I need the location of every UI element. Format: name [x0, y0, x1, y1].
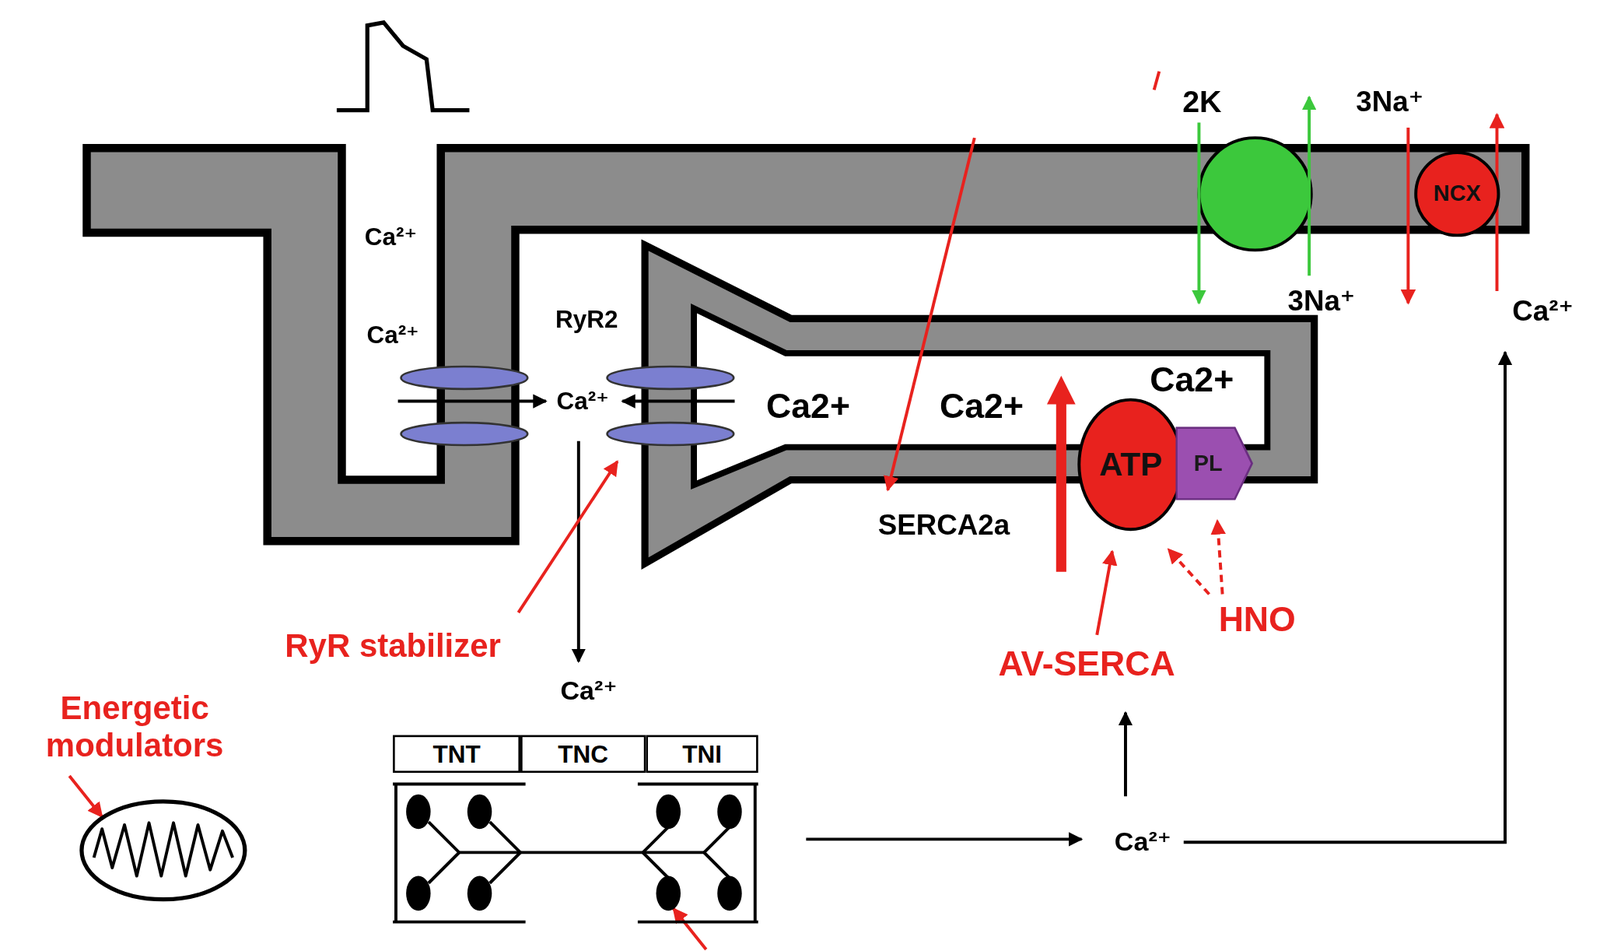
therapy-label: RyR stabilizer [284, 626, 501, 665]
red-mark [1154, 71, 1160, 91]
annotation-label: Ca2+ [939, 385, 1024, 426]
troponin-cell: TNC [520, 735, 646, 774]
annotation-label: Ca²⁺ [1512, 294, 1574, 328]
na-k-pump [1198, 137, 1311, 250]
ion-flux-arrow [1197, 122, 1201, 303]
sarcomere [392, 784, 759, 922]
node-label: TNC [557, 741, 609, 766]
annotation-label: Ca2+ [766, 385, 851, 426]
annotation-label: SERCA2a [878, 508, 1010, 542]
annotation-label: 2K [1182, 84, 1222, 120]
node-label: TNT [432, 741, 480, 766]
calcium-flux-arrow [577, 441, 581, 662]
troponin-cell: TNI [645, 735, 758, 774]
myosin-heads [406, 794, 743, 911]
annotation-label: Ca2+ [1149, 359, 1234, 400]
calcium-flux-arrow [805, 836, 1082, 841]
node-label: PL [1193, 451, 1223, 475]
annotation-label: Ca²⁺ [560, 675, 617, 707]
therapy-label: Energetic modulators [24, 689, 245, 765]
annotation-label: Ca²⁺ [1114, 826, 1172, 858]
serca-uptake-arrowhead [1046, 375, 1076, 405]
phospholamban: PL [1175, 426, 1254, 500]
therapy-label: AV-SERCA [998, 643, 1176, 683]
serca-pump: ATP [1077, 398, 1184, 532]
mitochondrion-cristae [94, 822, 233, 876]
node-label: TNI [682, 741, 722, 766]
therapy-arrow [1096, 550, 1113, 635]
ryr2-channel [607, 366, 735, 389]
serca-leader [887, 137, 975, 491]
ltcc-channel [401, 366, 529, 389]
action-potential-trace [336, 22, 470, 111]
calcium-flux-arrow [622, 399, 735, 403]
calcium-flux-arrow [1123, 712, 1128, 797]
annotation-label: 3Na⁺ [1287, 284, 1355, 318]
therapy-arrow [1168, 549, 1209, 595]
ion-flux-arrow [1406, 127, 1410, 304]
ryr2-channel [607, 422, 735, 445]
node-label: NCX [1433, 182, 1481, 206]
annotation-label: Ca²⁺ [364, 222, 417, 251]
sarcoplasmic-reticulum-wall [644, 245, 1315, 564]
troponin-cell: TNT [392, 735, 521, 774]
ltcc-channel [401, 422, 529, 445]
annotation-label: RyR2 [555, 305, 618, 334]
therapy-arrow [518, 461, 617, 613]
therapy-arrow [673, 908, 707, 949]
annotation-label: Ca²⁺ [366, 320, 419, 349]
mitochondrion [81, 801, 246, 900]
therapy-label: HNO [1218, 599, 1296, 640]
annotation-label: 3Na⁺ [1355, 85, 1424, 119]
ion-flux-arrow [1307, 97, 1311, 277]
annotation-label: Ca²⁺ [556, 386, 609, 415]
serca-uptake-arrow [1056, 399, 1067, 571]
therapy-arrow [1217, 520, 1223, 594]
phospholamban-outline [1176, 427, 1253, 500]
therapy-arrow [69, 775, 102, 816]
calcium-flux-arrow [398, 399, 547, 403]
node-label: ATP [1099, 448, 1163, 481]
ncx-exchanger: NCX [1414, 150, 1500, 237]
calcium-flux-arrow [1183, 352, 1506, 843]
